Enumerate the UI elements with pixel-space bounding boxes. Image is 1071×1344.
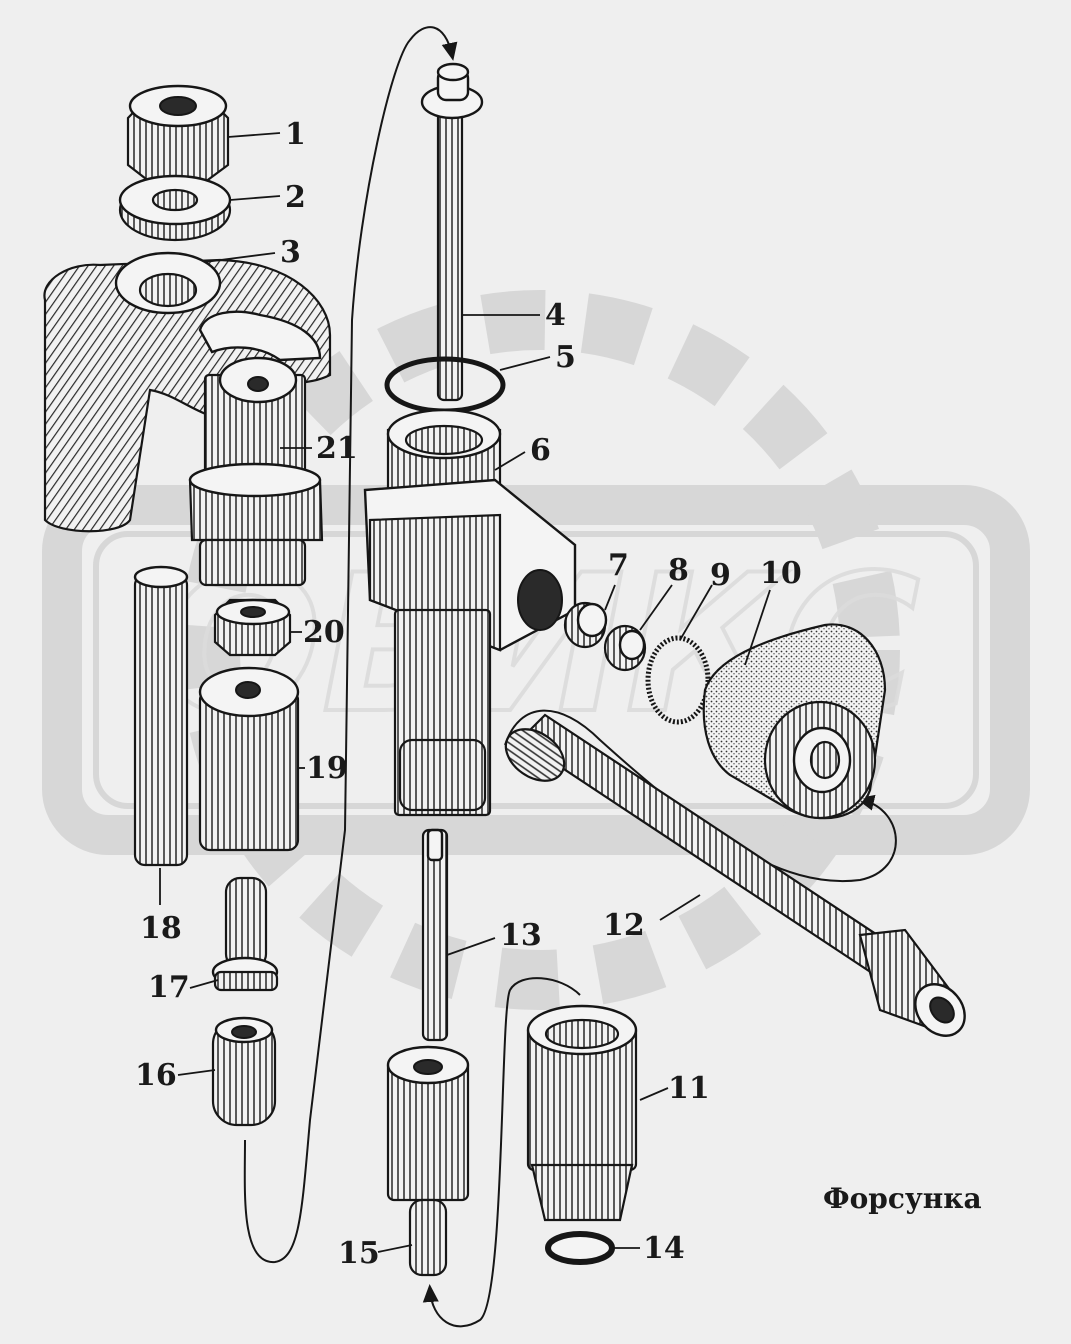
part-8-bushing [603, 624, 647, 672]
label-2: 2 [285, 180, 306, 215]
part-4-rod [420, 62, 484, 402]
part-16-spring [211, 1016, 277, 1127]
label-17: 17 [148, 970, 190, 1005]
label-21: 21 [316, 431, 358, 466]
label-13: 13 [500, 918, 542, 953]
part-13-needle [421, 828, 449, 1042]
part-6-body [363, 408, 577, 817]
part-3-bracket [43, 251, 332, 533]
part-17-screw [211, 876, 279, 992]
label-10: 10 [760, 556, 802, 591]
part-9-ring [645, 635, 711, 725]
label-8: 8 [668, 553, 689, 588]
part-19-sleeve [198, 666, 300, 852]
label-16: 16 [135, 1058, 177, 1093]
part-1-nut [126, 84, 230, 184]
part-18-stud [133, 565, 189, 867]
label-19: 19 [306, 751, 348, 786]
part-11-capnut [526, 1004, 638, 1222]
diagram-title: Форсунка [823, 1182, 982, 1215]
part-20-nut [213, 598, 292, 657]
label-11: 11 [668, 1071, 710, 1106]
label-12: 12 [603, 908, 645, 943]
label-1: 1 [285, 117, 306, 152]
part-7-bushing [563, 601, 608, 649]
label-6: 6 [530, 433, 551, 468]
label-3: 3 [280, 235, 301, 270]
label-15: 15 [338, 1236, 380, 1271]
part-2-washer [118, 174, 232, 242]
label-5: 5 [555, 340, 576, 375]
leader-lines [159, 132, 771, 1253]
label-7: 7 [608, 548, 629, 583]
part-10-fitting [702, 623, 887, 820]
label-14: 14 [643, 1231, 685, 1266]
label-18: 18 [140, 911, 182, 946]
part-15-tip [386, 1045, 470, 1277]
part-21-holder [188, 356, 324, 587]
label-9: 9 [710, 558, 731, 593]
label-20: 20 [303, 615, 345, 650]
label-4: 4 [545, 298, 566, 333]
part-12-pipe [504, 713, 966, 1037]
callout-numbers: 1 2 3 4 5 6 7 8 9 10 11 12 13 14 15 16 1… [135, 117, 802, 1271]
part-14-washer [545, 1231, 615, 1265]
